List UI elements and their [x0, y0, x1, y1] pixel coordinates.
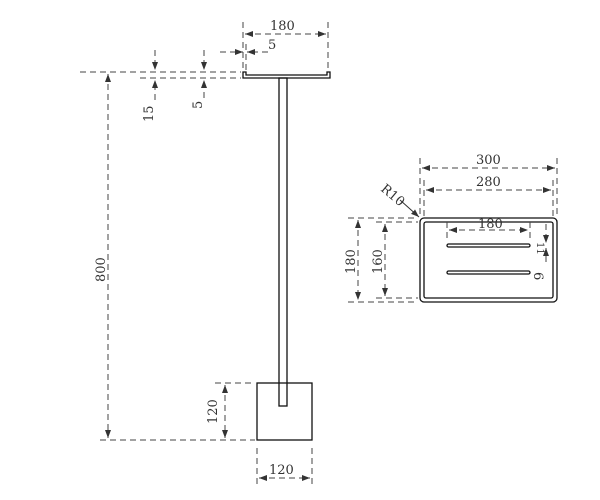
tray-inner	[423, 221, 554, 299]
dim-plate-thickness: 5	[191, 101, 206, 109]
dim-inner-depth: 160	[371, 249, 386, 274]
slot-lower	[446, 270, 531, 275]
slot-upper	[446, 243, 531, 248]
dim-outer-depth: 180	[344, 249, 359, 274]
base-block	[256, 382, 313, 441]
dim-total-height: 800	[94, 257, 109, 282]
dim-lip-offset: 5	[268, 38, 276, 53]
dim-slot-length: 180	[478, 217, 503, 232]
side-view: 180 5 15 5 800 120 120	[80, 19, 331, 488]
top-plate	[242, 71, 331, 79]
dim-plate-height: 15	[142, 105, 157, 122]
dim-slot-width: 6	[530, 272, 545, 280]
dim-base-width: 120	[269, 463, 294, 478]
top-view: 300 280 R10 180 180 160 11 6	[344, 153, 558, 303]
dim-outer-width: 300	[476, 153, 501, 168]
dim-base-height: 120	[206, 399, 221, 424]
dim-top-width: 180	[270, 19, 295, 34]
tray-outer	[419, 217, 558, 303]
stand-rod	[278, 77, 288, 407]
dim-corner-radius: R10	[377, 182, 407, 210]
dim-inner-width: 280	[476, 175, 501, 190]
dim-slot-spacing: 11	[534, 242, 545, 255]
